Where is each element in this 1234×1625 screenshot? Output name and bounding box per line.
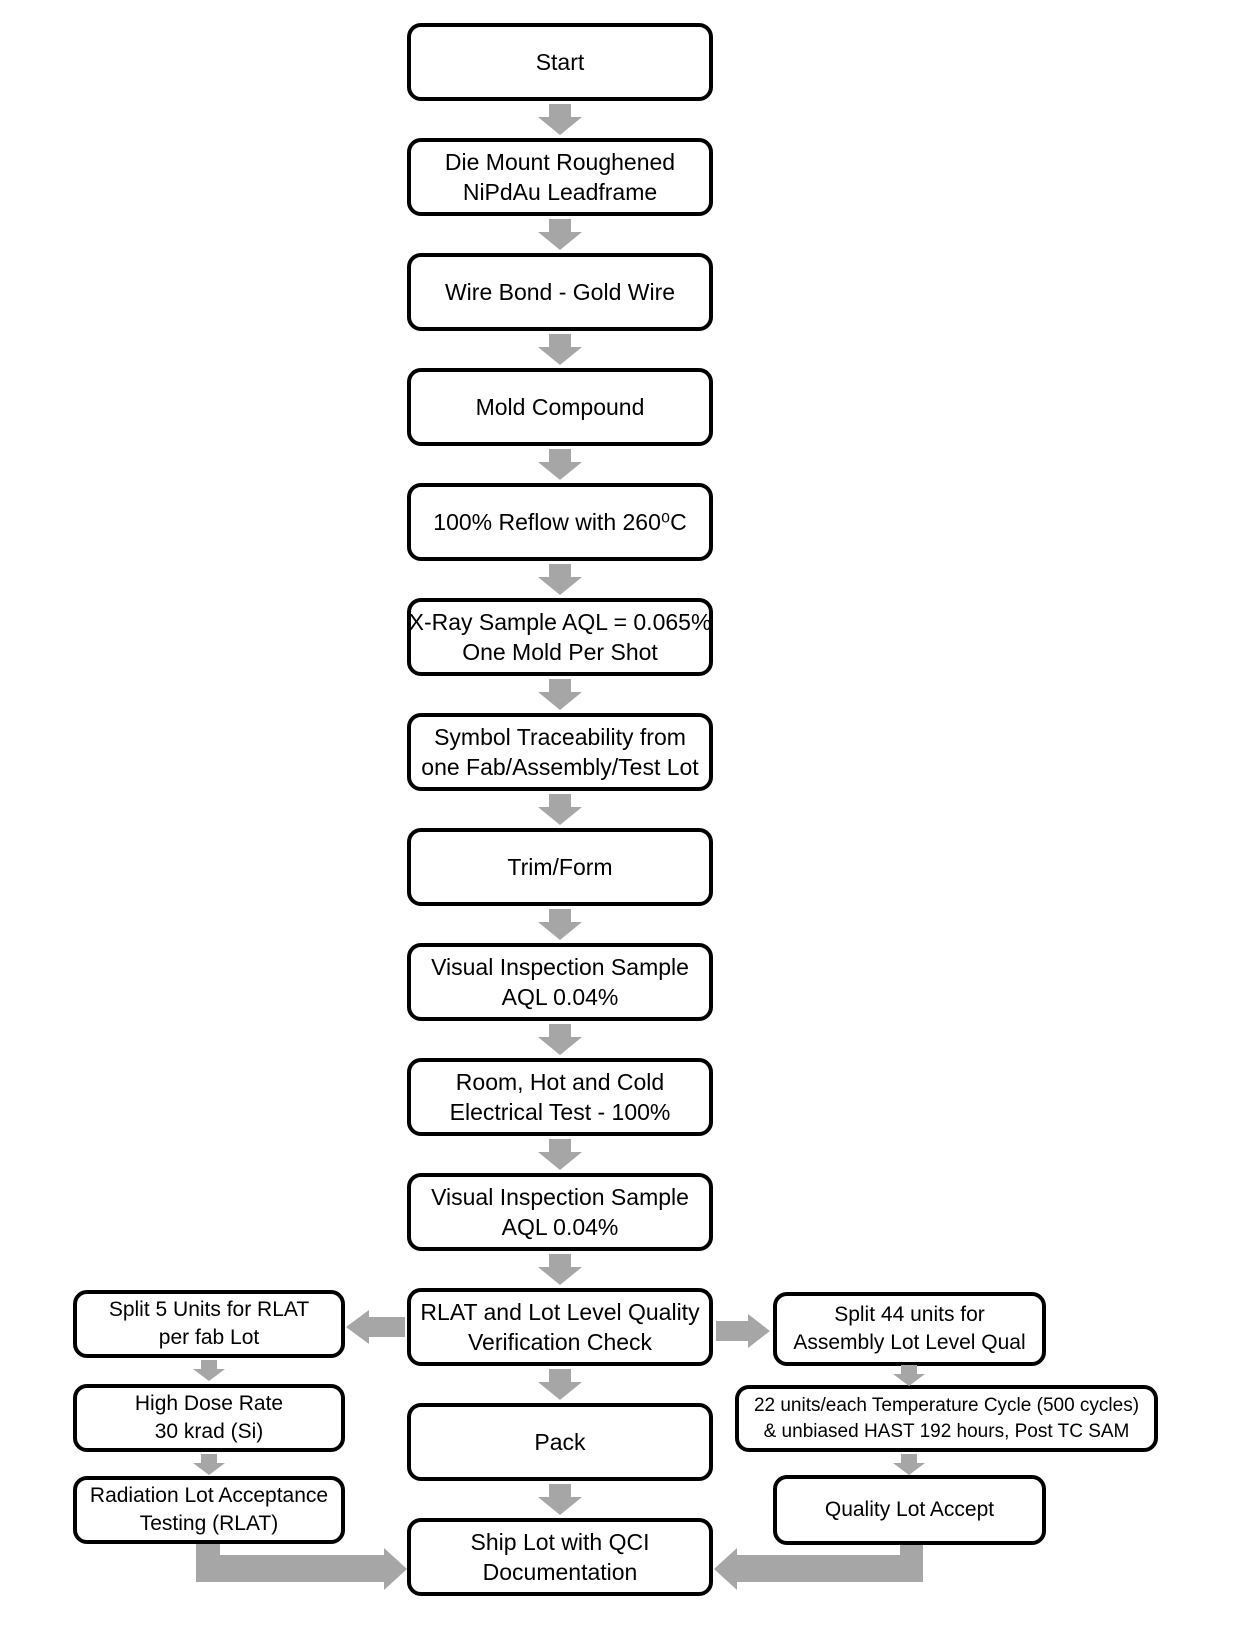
arrow-down-icon [538, 219, 582, 250]
arrow-down-icon [193, 1454, 225, 1475]
arrow-down-icon [893, 1365, 925, 1386]
step-label: Split 5 Units for RLAT [108, 1298, 310, 1322]
arrow-down-icon [538, 1484, 582, 1515]
arrow-down-icon [538, 679, 582, 710]
arrow-down-icon [538, 104, 582, 135]
step-label: Visual Inspection Sample [431, 953, 689, 980]
step-label: Pack [534, 1428, 586, 1455]
step-label: 22 units/each Temperature Cycle (500 cyc… [753, 1395, 1140, 1417]
flow-step-quality-lot-accept: Quality Lot Accept [773, 1475, 1046, 1545]
arrow-down-icon [538, 909, 582, 940]
step-label: AQL 0.04% [501, 1214, 619, 1240]
arrow-right-icon [384, 1548, 407, 1590]
flow-step-temp-cycle-hast: 22 units/each Temperature Cycle (500 cyc… [735, 1385, 1158, 1452]
step-label: Trim/Form [507, 853, 613, 880]
arrow-right-icon [716, 1314, 770, 1348]
flow-step-high-dose-rate: High Dose Rate 30 krad (Si) [73, 1384, 345, 1452]
step-label: Ship Lot with QCI [470, 1528, 650, 1555]
connector-segment [737, 1555, 923, 1582]
step-label: Quality Lot Accept [824, 1498, 995, 1522]
arrow-down-icon [538, 449, 582, 480]
step-label: 100% Reflow with 260⁰C [433, 508, 687, 535]
step-label: one Fab/Assembly/Test Lot [421, 754, 699, 780]
step-label: Testing (RLAT) [139, 1512, 279, 1535]
step-label: RLAT and Lot Level Quality [420, 1298, 700, 1325]
step-label: Die Mount Roughened [444, 148, 676, 175]
step-label: Radiation Lot Acceptance [89, 1484, 329, 1508]
flow-step-start: Start [407, 23, 713, 101]
step-label: 30 krad (Si) [154, 1420, 264, 1443]
arrow-down-icon [193, 1360, 225, 1381]
arrow-down-icon [538, 334, 582, 365]
step-label: X-Ray Sample AQL = 0.065% [408, 608, 712, 635]
arrow-down-icon [538, 1254, 582, 1285]
step-label: Assembly Lot Level Qual [793, 1331, 1026, 1354]
step-label: AQL 0.04% [501, 984, 619, 1010]
step-label: Start [535, 48, 585, 75]
arrow-down-icon [538, 1139, 582, 1170]
flow-step-split-5-units: Split 5 Units for RLAT per fab Lot [73, 1290, 345, 1358]
step-label: Documentation [482, 1559, 638, 1585]
step-label: Mold Compound [475, 393, 645, 420]
step-label: High Dose Rate [134, 1392, 284, 1416]
flow-step-pack: Pack [407, 1403, 713, 1481]
step-label: Split 44 units for [834, 1303, 985, 1327]
step-label: Room, Hot and Cold [455, 1068, 665, 1095]
connector-segment [196, 1555, 386, 1582]
flow-step-symbol-traceability: Symbol Traceability from one Fab/Assembly… [407, 713, 713, 791]
flow-step-trim-form: Trim/Form [407, 828, 713, 906]
arrow-down-icon [893, 1454, 925, 1475]
flow-step-wire-bond: Wire Bond - Gold Wire [407, 253, 713, 331]
step-label: Wire Bond - Gold Wire [444, 278, 676, 305]
step-label: Electrical Test - 100% [449, 1099, 671, 1125]
flow-step-xray-sample: X-Ray Sample AQL = 0.065% One Mold Per Sh… [407, 598, 713, 676]
arrow-down-icon [538, 794, 582, 825]
step-label: Visual Inspection Sample [431, 1183, 689, 1210]
step-label: One Mold Per Shot [462, 639, 658, 665]
flow-step-mold-compound: Mold Compound [407, 368, 713, 446]
flow-step-ship: Ship Lot with QCI Documentation [407, 1518, 713, 1596]
step-label: & unbiased HAST 192 hours, Post TC SAM [763, 1420, 1130, 1442]
arrow-left-icon [346, 1310, 405, 1344]
arrow-left-icon [714, 1548, 737, 1590]
step-label: NiPdAu Leadframe [462, 179, 658, 205]
arrow-down-icon [538, 1369, 582, 1400]
step-label: Symbol Traceability from [434, 723, 686, 750]
step-label: per fab Lot [158, 1326, 260, 1349]
arrow-down-icon [538, 564, 582, 595]
step-label: Verification Check [467, 1329, 653, 1355]
flow-step-reflow: 100% Reflow with 260⁰C [407, 483, 713, 561]
arrow-down-icon [538, 1024, 582, 1055]
